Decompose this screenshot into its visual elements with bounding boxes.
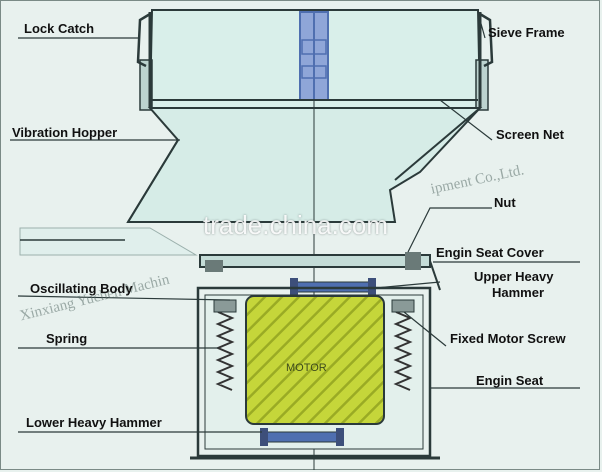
motor	[245, 295, 385, 425]
leader-lines	[10, 19, 580, 433]
leader-nut	[407, 207, 492, 253]
lower-heavy-hammer	[260, 428, 344, 446]
leader-screen-net	[439, 99, 493, 141]
spring-right	[391, 299, 415, 391]
label-engin-seat: Engin Seat	[476, 373, 544, 388]
label-screen-net: Screen Net	[496, 127, 564, 142]
label-oscillating-body: Oscillating Body	[30, 281, 133, 296]
engin-seat-cover-plate	[199, 252, 441, 291]
label-lock-catch: Lock Catch	[24, 21, 95, 36]
leader-oscillating-body	[17, 295, 231, 301]
spring-left	[213, 299, 237, 391]
watermark-site: trade.china.com	[203, 210, 388, 240]
label-fixed-motor-screw: Fixed Motor Screw	[450, 331, 566, 346]
label-upper-heavy-hammer-line1: Upper Heavy	[474, 269, 554, 284]
discharge-outlet	[19, 227, 198, 256]
lock-catch	[136, 12, 494, 68]
label-engin-seat-cover: Engin Seat Cover	[436, 245, 544, 260]
label-nut: Nut	[494, 195, 516, 210]
label-upper-heavy-hammer-line2: Hammer	[492, 285, 545, 300]
leader-sieve-frame	[479, 19, 486, 39]
label-lower-heavy-hammer: Lower Heavy Hammer	[26, 415, 162, 430]
label-spring: Spring	[46, 331, 88, 346]
motor-label: MOTOR	[286, 362, 327, 374]
leader-upper-hammer	[375, 281, 441, 289]
center-outlet-column	[299, 11, 329, 101]
label-vibration-hopper: Vibration Hopper	[12, 125, 118, 140]
leader-fixed-motor-screw	[403, 311, 447, 347]
label-sieve-frame: Sieve Frame	[488, 25, 565, 40]
